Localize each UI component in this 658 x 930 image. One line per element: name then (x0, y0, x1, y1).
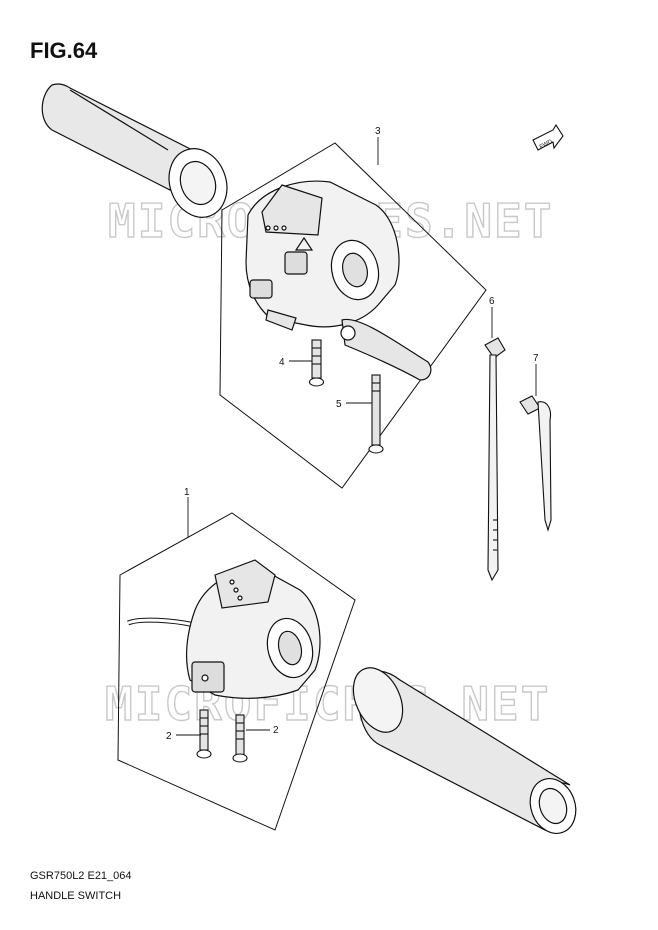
section-name: HANDLE SWITCH (30, 890, 122, 902)
screw-4 (308, 339, 325, 387)
callout-3: 3 (375, 126, 381, 137)
clamp-7 (519, 395, 552, 532)
figure-title: FIG.64 (30, 38, 98, 63)
screw-5 (368, 374, 384, 454)
callout-5: 5 (336, 399, 342, 410)
cable-tie-6 (484, 337, 506, 582)
left-handle-switch (127, 559, 321, 699)
right-handlebar-grip (352, 667, 577, 834)
right-handle-switch (245, 180, 432, 381)
callout-4: 4 (279, 357, 285, 368)
callout-2a: 2 (166, 731, 172, 742)
lower-assembly-frame (117, 512, 356, 831)
watermark-bottom: MICROFICHES.NET (105, 677, 550, 731)
forward-arrow-icon: FWD (532, 123, 564, 151)
callout-leaders (176, 137, 537, 736)
screw-2-left (196, 709, 212, 759)
upper-assembly-frame (219, 142, 487, 489)
screw-2-right (232, 714, 248, 763)
callout-7: 7 (533, 353, 539, 364)
callout-6: 6 (489, 296, 495, 307)
model-code: GSR750L2 E21_064 (30, 870, 132, 882)
left-handlebar-grip (41, 83, 228, 218)
callout-1: 1 (184, 487, 190, 498)
callout-2b: 2 (273, 725, 279, 736)
